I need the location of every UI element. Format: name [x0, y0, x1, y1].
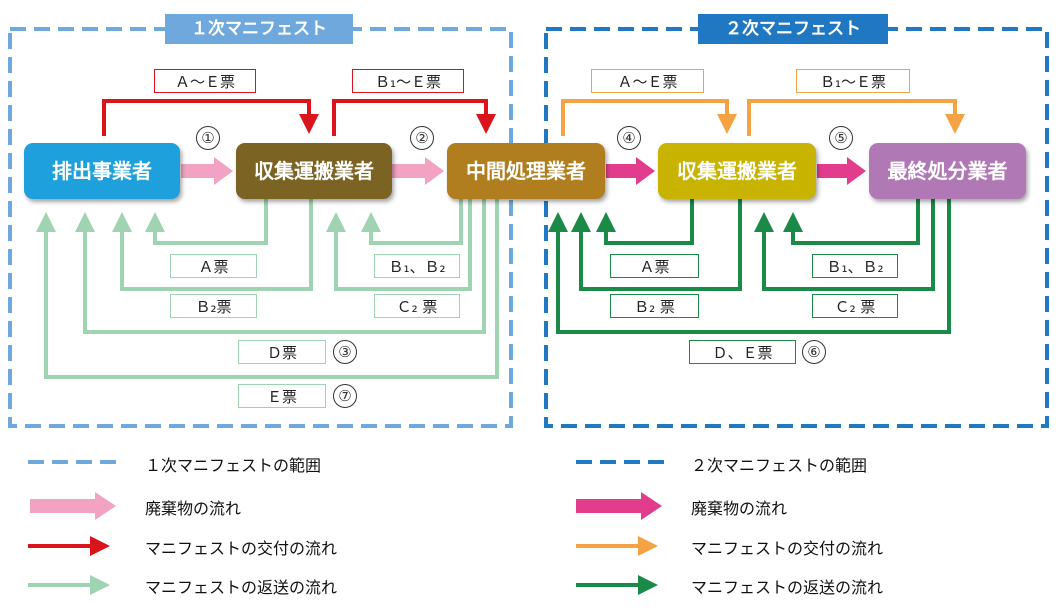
slip-issue-secondary-2: Ｂ₁～Ｅ票 — [796, 69, 910, 93]
return-arrow-e — [36, 199, 499, 379]
return-arrow-b1b2-secondary — [783, 199, 920, 245]
legend-waste-arrow-2 — [576, 492, 662, 520]
issue-arrow-collector1-to-intermediate — [332, 99, 496, 136]
legend-issue-flow-1: マニフェストの交付の流れ — [145, 539, 338, 558]
return-arrow-b2-secondary — [571, 199, 742, 291]
secondary-manifest-title: ２次マニフェスト — [698, 14, 888, 44]
step-2: ② — [410, 126, 434, 150]
legend-issue-flow-2: マニフェストの交付の流れ — [691, 539, 884, 558]
slip-return-a: Ａ票 — [170, 254, 257, 278]
step-5: ⑤ — [829, 126, 853, 150]
return-arrow-c2-primary — [326, 199, 472, 291]
return-arrow-de — [548, 199, 951, 334]
slip-return-b1b2: Ｂ₁、Ｂ₂ — [374, 254, 460, 278]
return-arrow-c2-secondary — [754, 199, 935, 291]
legend-return-flow-1: マニフェストの返送の流れ — [145, 578, 338, 597]
slip-return-d: Ｄ票 — [238, 340, 326, 364]
waste-arrow-1 — [181, 157, 233, 185]
slip-return-c2-secondary: Ｃ₂ 票 — [812, 294, 898, 318]
waste-arrow-4 — [606, 157, 655, 185]
issue-arrow-collector2-to-final — [747, 99, 965, 136]
step-6: ⑥ — [802, 340, 826, 364]
slip-return-a-secondary: Ａ票 — [610, 254, 699, 278]
legend-return-flow-2: マニフェストの返送の流れ — [691, 578, 884, 597]
slip-return-b1b2-secondary: Ｂ₁、Ｂ₂ — [812, 254, 898, 278]
slip-issue-primary-2: Ｂ₁～Ｅ票 — [352, 69, 464, 93]
legend-waste-flow-2: 廃棄物の流れ — [691, 499, 788, 518]
step-7: ⑦ — [333, 384, 357, 408]
slip-issue-secondary-1: Ａ～Ｅ票 — [591, 69, 704, 93]
slip-return-de: Ｄ、Ｅ票 — [689, 340, 796, 364]
node-intermediate-processor: 中間処理業者 — [447, 143, 605, 199]
waste-arrow-2 — [392, 157, 444, 185]
step-4: ④ — [617, 126, 641, 150]
return-arrow-a-secondary — [596, 199, 694, 245]
legend-primary-range: １次マニフェストの範囲 — [145, 456, 322, 475]
waste-arrow-5 — [817, 157, 866, 185]
legend-waste-arrow-1 — [30, 492, 116, 520]
issue-arrow-intermediate-to-collector2 — [561, 99, 737, 136]
step-3: ③ — [333, 340, 357, 364]
slip-return-c2: Ｃ₂ 票 — [374, 294, 460, 318]
node-final-disposal: 最終処分業者 — [869, 143, 1026, 199]
primary-manifest-title: １次マニフェスト — [165, 14, 353, 44]
return-arrow-a — [145, 199, 268, 245]
issue-arrow-discharger-to-collector1 — [102, 99, 319, 136]
legend-secondary-range: ２次マニフェストの範囲 — [691, 456, 868, 475]
slip-issue-primary-1: Ａ～Ｅ票 — [154, 69, 256, 93]
slip-return-b2: Ｂ₂票 — [170, 294, 257, 318]
return-arrow-d — [75, 199, 486, 334]
node-collector-primary: 収集運搬業者 — [236, 143, 392, 199]
return-arrow-b2-primary — [112, 199, 313, 291]
node-collector-secondary: 収集運搬業者 — [658, 143, 816, 199]
step-1: ① — [196, 126, 220, 150]
slip-return-e: Ｅ票 — [238, 384, 326, 408]
return-arrow-b1b2-primary — [361, 199, 463, 245]
node-discharger: 排出事業者 — [24, 143, 180, 199]
legend-waste-flow-1: 廃棄物の流れ — [145, 499, 242, 518]
slip-return-b2-secondary: Ｂ₂ 票 — [610, 294, 699, 318]
